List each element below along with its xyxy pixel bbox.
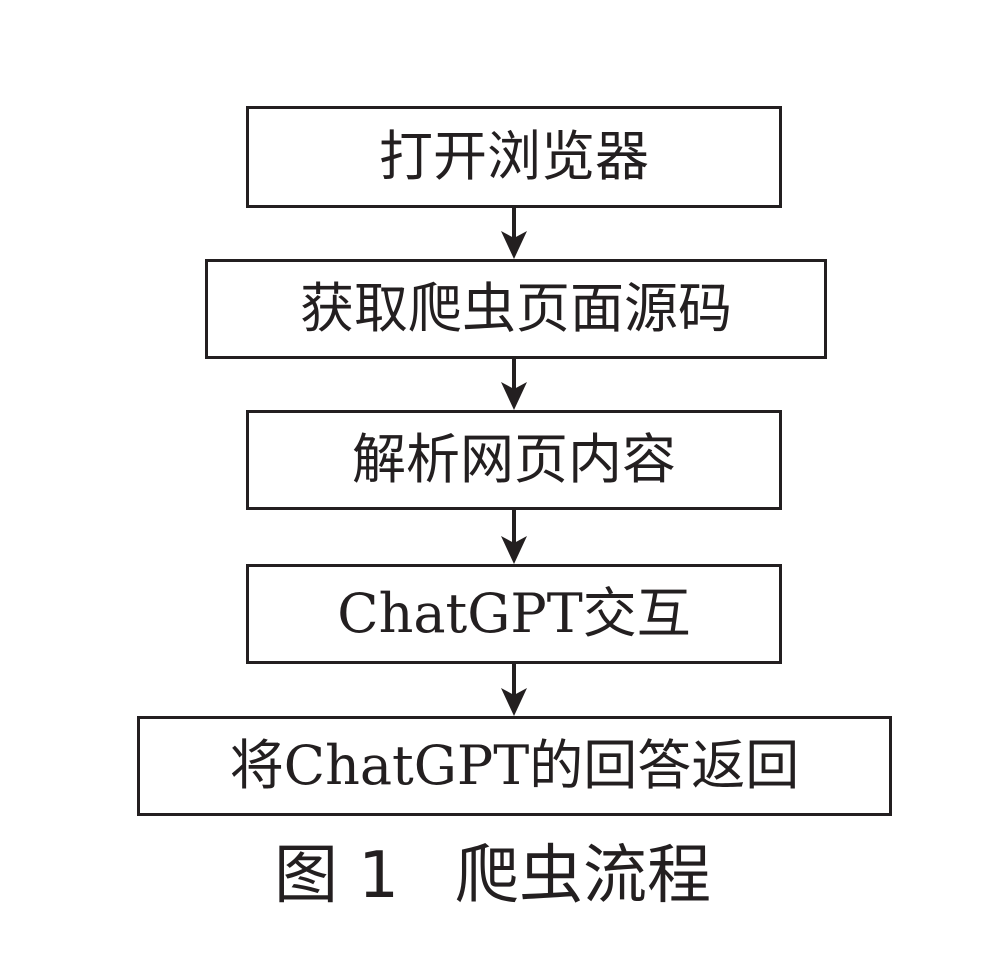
arrow-2 bbox=[501, 359, 527, 410]
step-label: 将ChatGPT的回答返回 bbox=[229, 734, 800, 797]
figure-title: 爬虫流程 bbox=[455, 839, 712, 913]
arrow-head bbox=[501, 688, 527, 716]
arrow-1 bbox=[501, 208, 527, 259]
arrow-3 bbox=[501, 510, 527, 564]
figure-label: 图 1 bbox=[273, 839, 400, 913]
step-label: 获取爬虫页面源码 bbox=[300, 277, 732, 340]
step-label: 打开浏览器 bbox=[379, 125, 649, 188]
arrow-head bbox=[501, 382, 527, 410]
arrow-head bbox=[501, 231, 527, 259]
step-open-browser: 打开浏览器 bbox=[246, 106, 782, 208]
step-get-page-source: 获取爬虫页面源码 bbox=[205, 259, 827, 359]
arrow-4 bbox=[501, 664, 527, 716]
step-label: ChatGPT交互 bbox=[337, 582, 691, 645]
step-chatgpt-interaction: ChatGPT交互 bbox=[246, 564, 782, 664]
arrow-head bbox=[501, 536, 527, 564]
step-parse-content: 解析网页内容 bbox=[246, 410, 782, 510]
step-label: 解析网页内容 bbox=[352, 428, 676, 491]
step-return-answer: 将ChatGPT的回答返回 bbox=[137, 716, 892, 816]
